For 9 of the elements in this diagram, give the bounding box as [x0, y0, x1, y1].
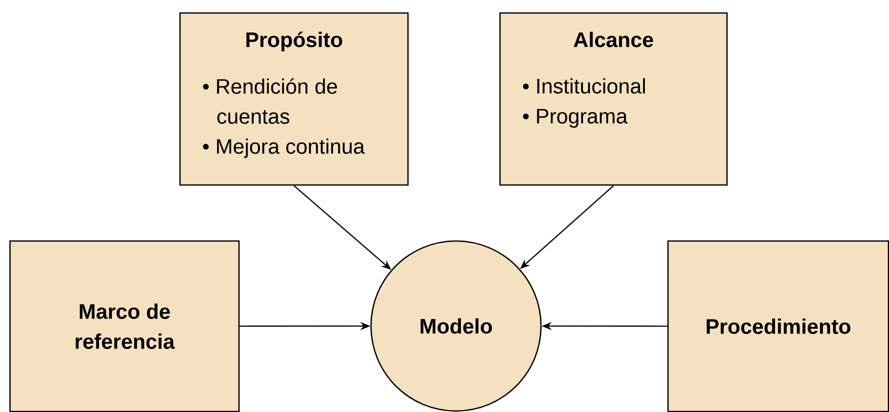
box-heading: Alcance [574, 32, 654, 48]
box-heading: Propósito [246, 32, 342, 52]
circle-node: Modelo [370, 240, 542, 412]
list-item: • Mejora continua [203, 138, 365, 158]
box: Procedimiento [667, 240, 889, 412]
list-item: • Institucional [523, 78, 645, 94]
box: Marco de referencia [9, 240, 240, 412]
list-item: • Rendición de cuentas [203, 78, 337, 124]
list-item: • Programa [523, 108, 628, 128]
